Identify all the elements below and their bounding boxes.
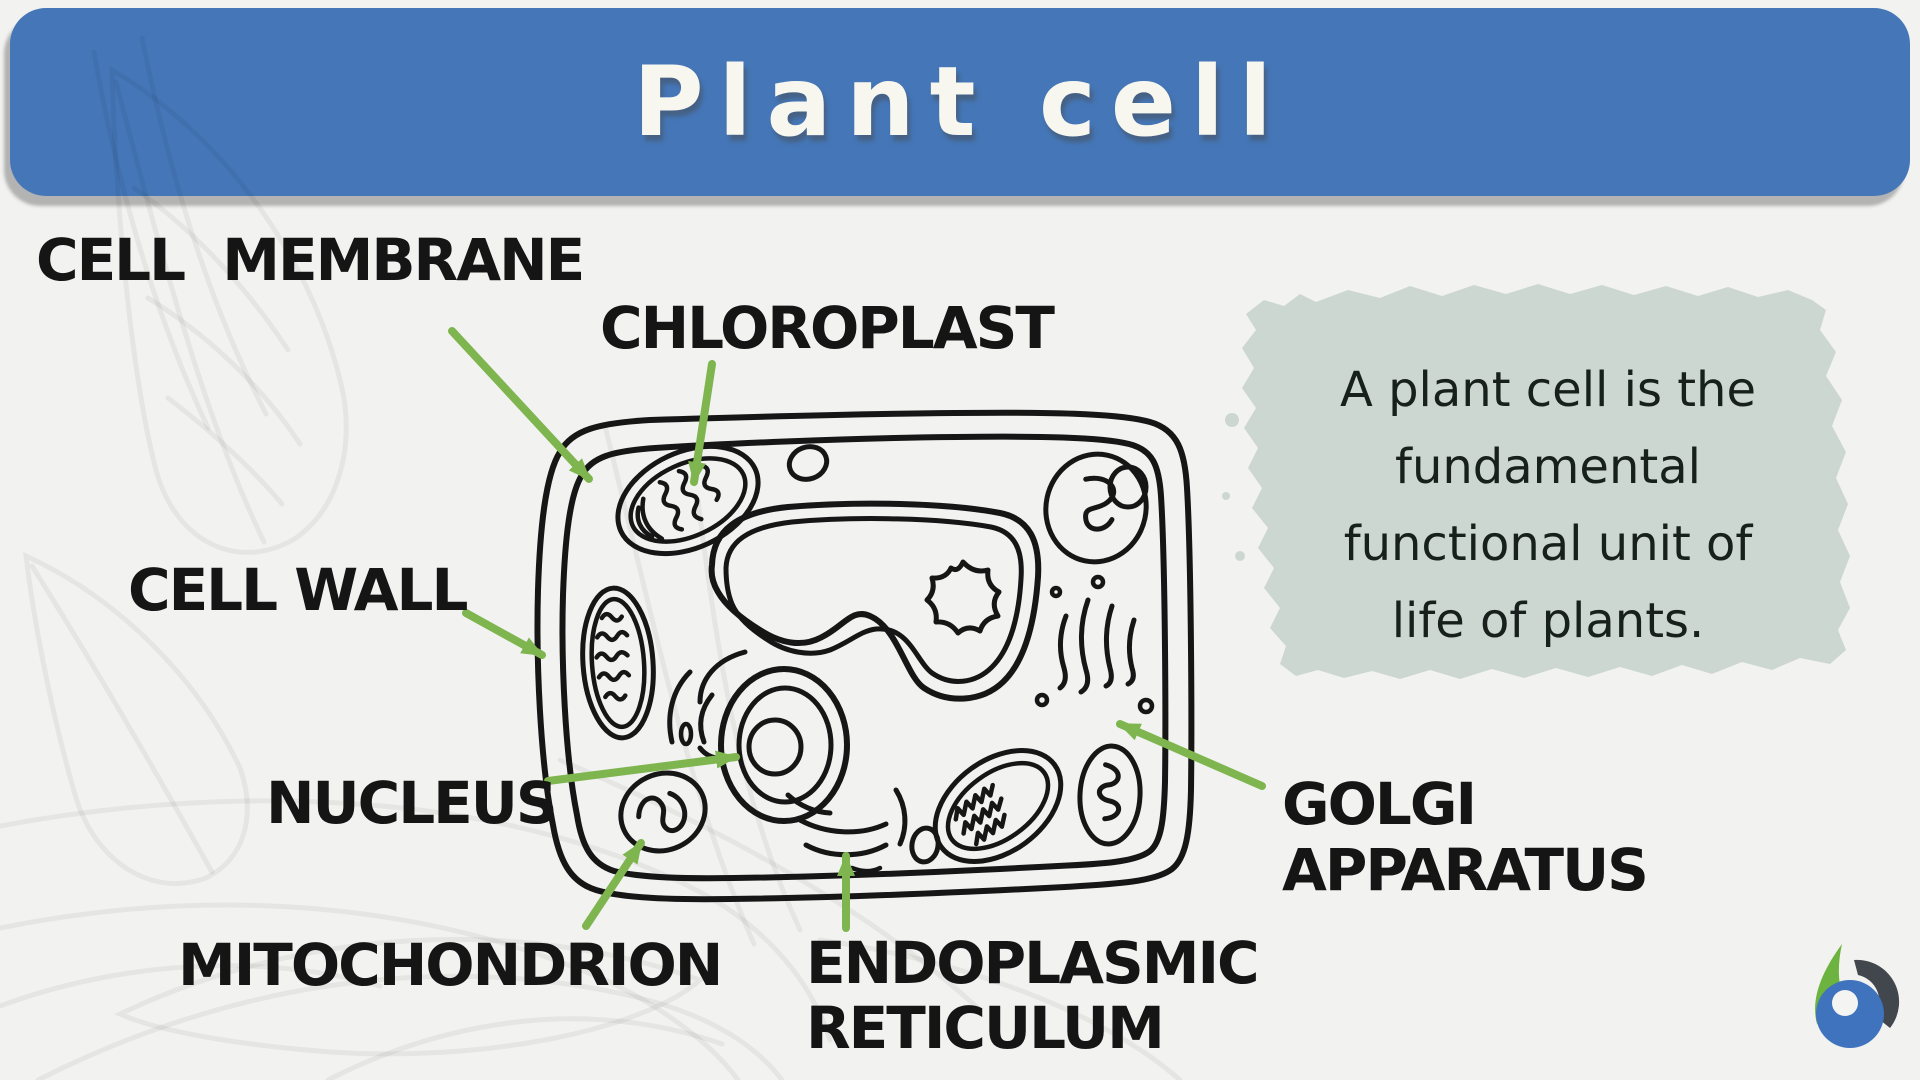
endoplasmic-reticulum-bottom bbox=[785, 787, 908, 874]
mitochondrion-top-right bbox=[1043, 451, 1149, 565]
arrow-cell-wall bbox=[462, 609, 546, 659]
endoplasmic-reticulum-left bbox=[667, 649, 748, 761]
nucleus-shape bbox=[718, 666, 850, 824]
label-nucleus: NUCLEUS bbox=[266, 769, 558, 837]
chloroplast-left bbox=[580, 585, 656, 741]
vesicle-circle-top bbox=[786, 444, 830, 482]
label-endoplasmic-reticulum: ENDOPLASMIC RETICULUM bbox=[806, 929, 1260, 1062]
b-leaf-logo-icon bbox=[1815, 944, 1900, 1048]
page-title: Plant cell bbox=[633, 46, 1287, 158]
arrow-cell-membrane bbox=[448, 327, 593, 483]
label-golgi-apparatus: GOLGI APPARATUS bbox=[1282, 770, 1649, 904]
label-mitochondrion: MITOCHONDRION bbox=[178, 931, 723, 999]
label-chloroplast: CHLOROPLAST bbox=[600, 294, 1055, 362]
arrow-nucleus bbox=[544, 750, 740, 785]
mitochondrion-right bbox=[1077, 743, 1143, 847]
label-cell-membrane: CELL MEMBRANE bbox=[36, 226, 585, 294]
cell-wall-outline bbox=[534, 409, 1195, 903]
arrow-golgi-apparatus bbox=[1116, 720, 1266, 790]
header-banner: Plant cell bbox=[10, 8, 1910, 196]
chloroplast-top-left bbox=[615, 443, 761, 557]
label-cell-wall: CELL WALL bbox=[128, 556, 468, 624]
vesicle-circle-top-right bbox=[1107, 464, 1149, 510]
definition-note: A plant cell is the fundamental function… bbox=[1339, 362, 1757, 649]
golgi-apparatus-shape bbox=[1034, 574, 1155, 715]
arrow-mitochondrion bbox=[582, 839, 645, 930]
arrow-chloroplast bbox=[688, 360, 716, 486]
mitochondrion-bottom-center bbox=[932, 748, 1064, 864]
vesicle-circle-bottom bbox=[909, 825, 941, 865]
vacuole-shape bbox=[708, 500, 1042, 702]
mitochondrion-bottom-left bbox=[618, 770, 708, 854]
